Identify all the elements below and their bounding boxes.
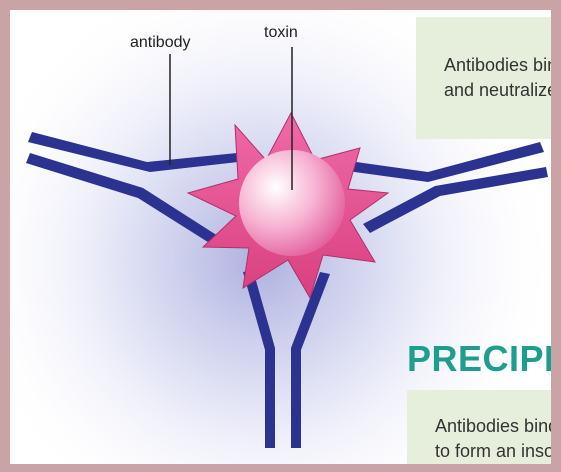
toxin-label: toxin	[264, 24, 298, 42]
antibody-right	[340, 142, 548, 233]
antibody-bottom	[243, 270, 330, 448]
antibody-toxin-diagram	[10, 10, 551, 464]
diagram-frame: Antibodies bind to toxins and neutralize…	[10, 10, 551, 464]
toxin	[188, 113, 388, 298]
antibody-label: antibody	[130, 34, 191, 52]
